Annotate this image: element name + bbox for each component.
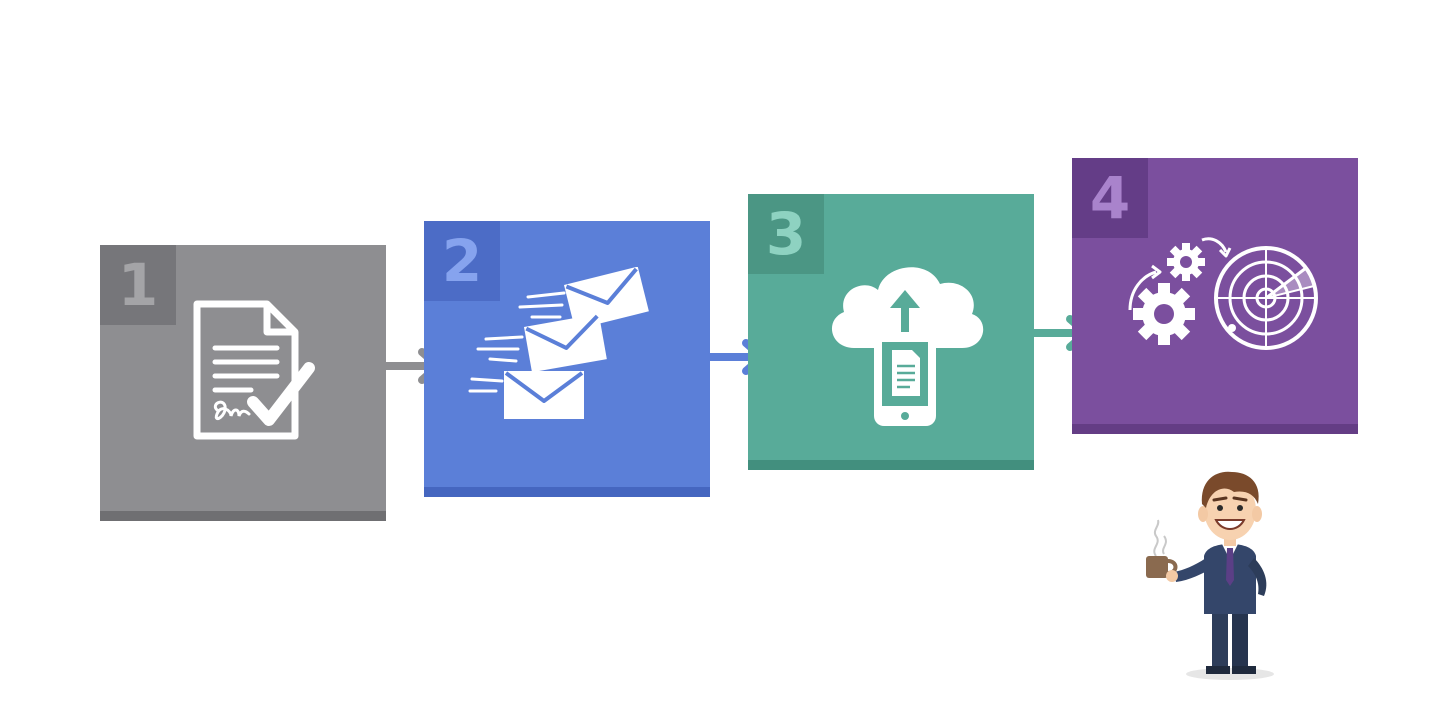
step-1-shadow [100,511,386,521]
step-3-number: 3 [765,200,807,268]
step-2-box: 2 [424,221,710,497]
gears-radar-icon [1120,228,1320,362]
sending-emails-icon [468,266,658,431]
step-3-box: 3 [748,194,1034,470]
step-4-shadow [1072,424,1358,434]
step-1-number-badge: 1 [100,245,176,325]
signed-document-icon [187,298,327,452]
step-4-number-badge: 4 [1072,158,1148,238]
cloud-upload-phone-icon [820,250,990,434]
step-1-box: 1 [100,245,386,521]
step-2-shadow [424,487,710,497]
step-2-number: 2 [441,227,483,295]
businessman-with-coffee-icon [1130,464,1290,688]
step-1-number: 1 [117,251,159,319]
step-2-number-badge: 2 [424,221,500,301]
step-4-box: 4 [1072,158,1358,434]
step-4-number: 4 [1089,164,1131,232]
step-3-shadow [748,460,1034,470]
step-3-number-badge: 3 [748,194,824,274]
